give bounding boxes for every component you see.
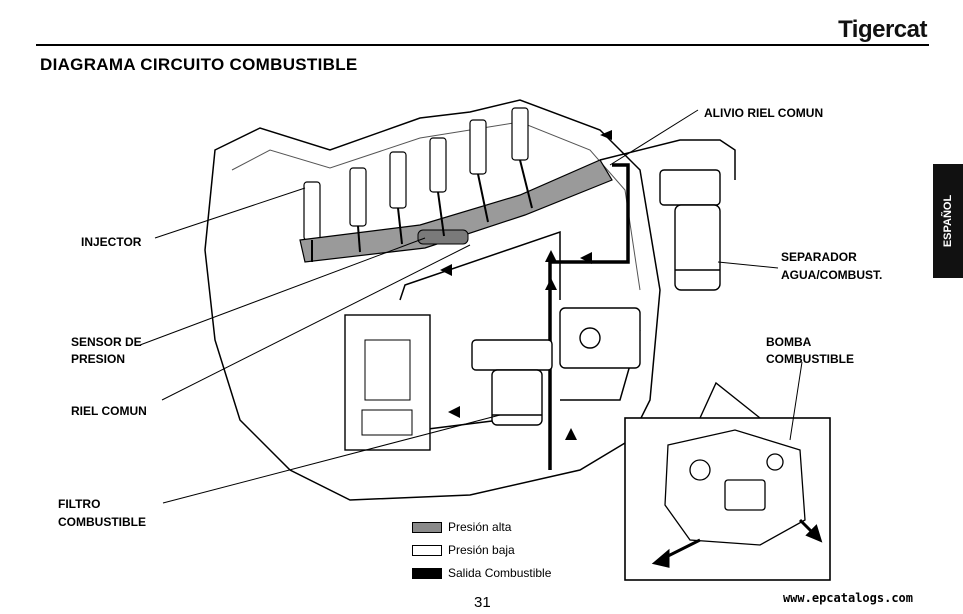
legend-fuel-return: Salida Combustible [412, 566, 551, 580]
legend-label-high: Presión alta [448, 520, 512, 534]
pump-inset-pointer [699, 381, 761, 419]
ecm-module [344, 314, 431, 451]
label-separador-1: SEPARADOR [781, 250, 857, 264]
label-bomba-1: BOMBA [766, 335, 812, 349]
leader-lines [139, 109, 803, 504]
label-alivio-riel: ALIVIO RIEL COMUN [704, 106, 824, 120]
legend-high-pressure: Presión alta [412, 520, 511, 534]
language-tab: ESPAÑOL [933, 164, 963, 278]
label-separador-2: AGUA/COMBUST. [781, 268, 883, 282]
engine-outline [204, 99, 661, 501]
page-title: DIAGRAMA CIRCUITO COMBUSTIBLE [40, 55, 358, 74]
return-line [548, 163, 630, 470]
flow-arrows [440, 130, 612, 440]
water-fuel-separator [659, 169, 721, 291]
watermark: www.epcatalogs.com [782, 591, 913, 605]
label-injector: INJECTOR [81, 235, 142, 249]
label-sensor-2: PRESION [71, 352, 126, 366]
legend-swatch-return [412, 567, 442, 579]
legend-label-low: Presión baja [448, 543, 515, 557]
label-filtro-2: COMBUSTIBLE [58, 515, 146, 529]
legend-swatch-high [412, 521, 442, 533]
legend-low-pressure: Presión baja [412, 543, 515, 557]
low-pressure-line-2 [399, 230, 561, 301]
legend-label-return: Salida Combustible [448, 566, 552, 580]
fuel-filter [471, 339, 553, 426]
label-filtro-1: FILTRO [58, 497, 101, 511]
pump-flow-arrows [651, 518, 823, 568]
fuel-pump [559, 307, 641, 369]
legend-swatch-low [412, 544, 442, 556]
injectors [303, 107, 529, 241]
page-number: 31 [474, 594, 491, 611]
label-bomba-2: COMBUSTIBLE [766, 352, 854, 366]
brand-logo: Tigercat [838, 16, 927, 43]
label-sensor-1: SENSOR DE [71, 335, 142, 349]
pump-detail [664, 429, 806, 546]
low-pressure-line-1 [599, 139, 736, 180]
label-riel-comun: RIEL COMUN [71, 404, 147, 418]
common-rail [299, 159, 613, 263]
high-pressure-lines [311, 159, 533, 262]
header-rule [36, 44, 929, 46]
